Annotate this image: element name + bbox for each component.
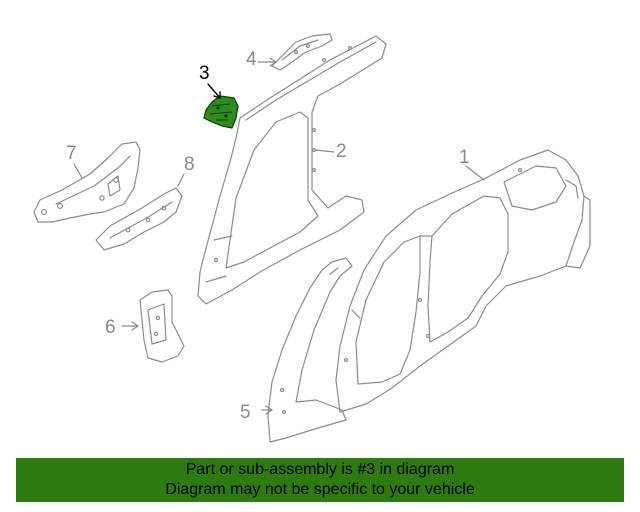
part-8-reinforcement xyxy=(95,187,183,251)
part-3-bracket-highlighted[interactable] xyxy=(203,95,239,129)
callout-6: 6 xyxy=(105,317,116,338)
part-4-roof-rail xyxy=(271,33,333,71)
banner-line-1: Part or sub-assembly is #3 in diagram xyxy=(185,461,455,478)
callout-3[interactable]: 3 xyxy=(199,63,210,84)
parts-diagram xyxy=(33,33,591,443)
leader-line-3 xyxy=(207,83,221,99)
part-5-b-pillar xyxy=(267,257,353,443)
callout-2: 2 xyxy=(336,141,347,162)
info-banner: Part or sub-assembly is #3 in diagram Di… xyxy=(16,458,624,502)
leader-lines xyxy=(73,57,485,415)
banner-line-2: Diagram may not be specific to your vehi… xyxy=(165,481,475,498)
part-6-pillar-bracket xyxy=(139,289,185,363)
callout-5: 5 xyxy=(240,402,251,423)
callout-1: 1 xyxy=(459,147,470,168)
part-7-hinge-pillar xyxy=(33,141,141,223)
part-1-body-side-outer xyxy=(335,149,591,413)
callout-8: 8 xyxy=(184,154,195,175)
part-2-inner-side-panel xyxy=(197,35,387,305)
callout-4: 4 xyxy=(246,49,257,70)
callout-7: 7 xyxy=(66,143,77,164)
